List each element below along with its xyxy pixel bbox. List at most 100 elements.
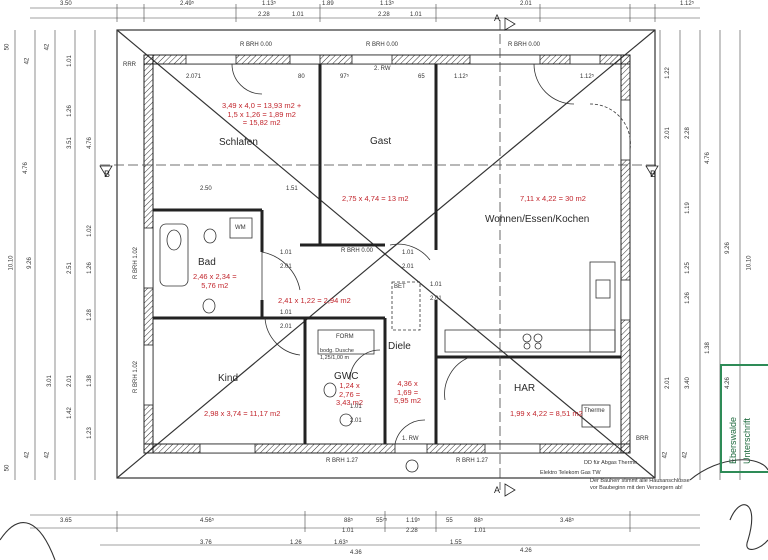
dim-bottom-5: 55 xyxy=(446,518,453,524)
dim-top-11: 80 xyxy=(298,74,305,80)
dim-left-16: 1.38 xyxy=(86,375,93,387)
dim-left-7: 1.01 xyxy=(66,55,73,67)
dim-bottom-4: 1.19⁵ xyxy=(406,518,421,524)
dim-right-3: 1.19 xyxy=(684,202,691,214)
note-versorger: Der Bauherr stimmt alle Hausanschlüsse v… xyxy=(590,478,690,491)
dimension-lines xyxy=(14,7,741,546)
dim-right-4: 4.76 xyxy=(704,152,711,164)
dim-top-2: 1.13⁵ xyxy=(262,1,277,7)
dim-top-5: 2.01 xyxy=(520,1,532,7)
dim-mid-1: 1.51 xyxy=(286,186,298,192)
dim-top-8: 1.01 xyxy=(292,12,304,18)
label-therme: Therme xyxy=(584,408,605,414)
dim-left-13: 1.28 xyxy=(86,309,93,321)
label-rrr: RRR xyxy=(123,62,136,68)
dim-top-13: 65 xyxy=(418,74,425,80)
note-dd-abgas: DD für Abgas Therme xyxy=(584,460,638,466)
dim-left-1: 42 xyxy=(24,57,31,65)
dim-mid-3: 2.01 xyxy=(280,264,292,270)
dim-top-16: 1.12⁵ xyxy=(680,1,695,7)
kitchen-counter xyxy=(444,261,616,428)
dim-bottom-10: 1.01 xyxy=(474,528,486,534)
dim-bottom-9: 2.28 xyxy=(406,528,418,534)
stamp: Eberswalde Unterschrift xyxy=(720,364,768,473)
dim-mid-8: 1.01 xyxy=(430,282,442,288)
stamp-text-2: Unterschrift xyxy=(742,417,752,464)
dim-right-10: 2.01 xyxy=(664,377,671,389)
area-wohnen: 7,11 x 4,22 = 30 m2 xyxy=(520,194,586,203)
label-rbrh-bottom-1: R BRH 1.27 xyxy=(326,458,359,464)
dim-bottom-0: 3.65 xyxy=(60,518,72,524)
dim-left-21: 42 xyxy=(44,451,51,459)
dim-right-0: 1.22 xyxy=(664,67,671,79)
section-markers xyxy=(99,17,659,497)
dim-top-1: 2.49⁵ xyxy=(180,1,195,7)
dim-mid-0: 2.50 xyxy=(200,186,212,192)
dim-left-10: 4.76 xyxy=(86,137,93,149)
room-name-har: HAR xyxy=(514,383,536,394)
room-name-bad: Bad xyxy=(198,257,216,268)
dim-left-12: 1.26 xyxy=(86,262,93,274)
dim-mid-7: 2.01 xyxy=(280,324,292,330)
dim-mid-2: 1.01 xyxy=(280,250,292,256)
section-lines xyxy=(100,20,660,490)
label-rbrh-top-3: R BRH 0.00 xyxy=(508,42,541,48)
label-rbrh-left-2: R BRH 1.02 xyxy=(133,360,140,394)
dim-right-7: 1.26 xyxy=(684,292,691,304)
area-diele: 2,41 x 1,22 = 2,94 m2 xyxy=(278,296,351,305)
area-gwc: 1,24 x 2,76 = 3,43 m2 xyxy=(336,381,364,408)
dim-left-20: 42 xyxy=(24,451,31,459)
dim-bottom-11: 3.76 xyxy=(200,540,212,546)
dim-left-4: 9.26 xyxy=(26,257,33,269)
dim-left-3: 4.76 xyxy=(22,162,29,174)
dim-bottom-15: 4.26 xyxy=(520,548,532,554)
label-wm: WM xyxy=(235,225,246,231)
section-b-left: B xyxy=(104,169,111,179)
label-rbrh-mid: R BRH 0.00 xyxy=(341,248,374,254)
room-name-kind: Kind xyxy=(218,373,239,384)
roof-outline xyxy=(116,29,656,479)
area-har: 1,99 x 4,22 = 8,51 m2 xyxy=(510,409,583,418)
dim-right-9: 1.38 xyxy=(704,342,711,354)
label-rbrh-top-2: R BRH 0.00 xyxy=(366,42,399,48)
dim-left-8: 2.51 xyxy=(66,262,73,274)
dim-bottom-12: 1.63⁵ xyxy=(334,540,349,546)
room-name-diele: Diele xyxy=(388,341,411,352)
label-rbrh-bottom-2: R BRH 1.27 xyxy=(456,458,489,464)
room-name-gast: Gast xyxy=(370,136,392,147)
dim-right-2: 2.28 xyxy=(684,127,691,139)
doors xyxy=(231,63,631,445)
dim-bottom-16: 4.36 xyxy=(350,550,362,556)
area-schlafen: 3,49 x 4,0 = 13,93 m2 + 1,5 x 1,26 = 1,8… xyxy=(222,101,302,128)
dim-right-14: 42 xyxy=(682,451,689,459)
dim-top-10: 2.071 xyxy=(186,74,202,80)
label-dusche: bodg. Dusche 1,25/1,00 m xyxy=(320,348,354,361)
dim-top-15: 1.12⁵ xyxy=(580,74,595,80)
dim-right-13: 42 xyxy=(662,451,669,459)
dim-right-1: 2.01 xyxy=(664,127,671,139)
dim-top-4: 1.13⁵ xyxy=(380,1,395,7)
area-bad: 2,46 x 2,34 = 5,76 m2 xyxy=(193,272,237,290)
interior-walls xyxy=(153,64,621,444)
dim-left-15: 2.01 xyxy=(66,375,73,387)
room-name-gwc: GWC xyxy=(334,371,359,382)
dim-bottom-8: 1.01 xyxy=(342,528,354,534)
label-form: FORM xyxy=(336,334,354,340)
dim-bottom-2: 88⁵ xyxy=(344,518,354,524)
dim-left-19: 50 xyxy=(4,464,11,472)
label-rw-bottom: 1. RW xyxy=(402,436,419,442)
section-a-top: A xyxy=(494,13,501,23)
dim-left-14: 3.01 xyxy=(46,375,53,387)
dim-left-11: 1.02 xyxy=(86,225,93,237)
area-kind: 2,98 x 3,74 = 11,17 m2 xyxy=(204,409,281,418)
dim-top-7: 2.28 xyxy=(378,12,390,18)
label-bet: BET xyxy=(394,284,406,290)
dim-left-18: 1.23 xyxy=(86,427,93,439)
signature xyxy=(0,459,768,560)
windows xyxy=(143,54,631,454)
dim-top-9: 1.01 xyxy=(410,12,422,18)
dim-bottom-14: 1.55 xyxy=(450,540,462,546)
stamp-text-1: Eberswalde xyxy=(728,416,738,464)
dim-right-5: 9.26 xyxy=(724,242,731,254)
